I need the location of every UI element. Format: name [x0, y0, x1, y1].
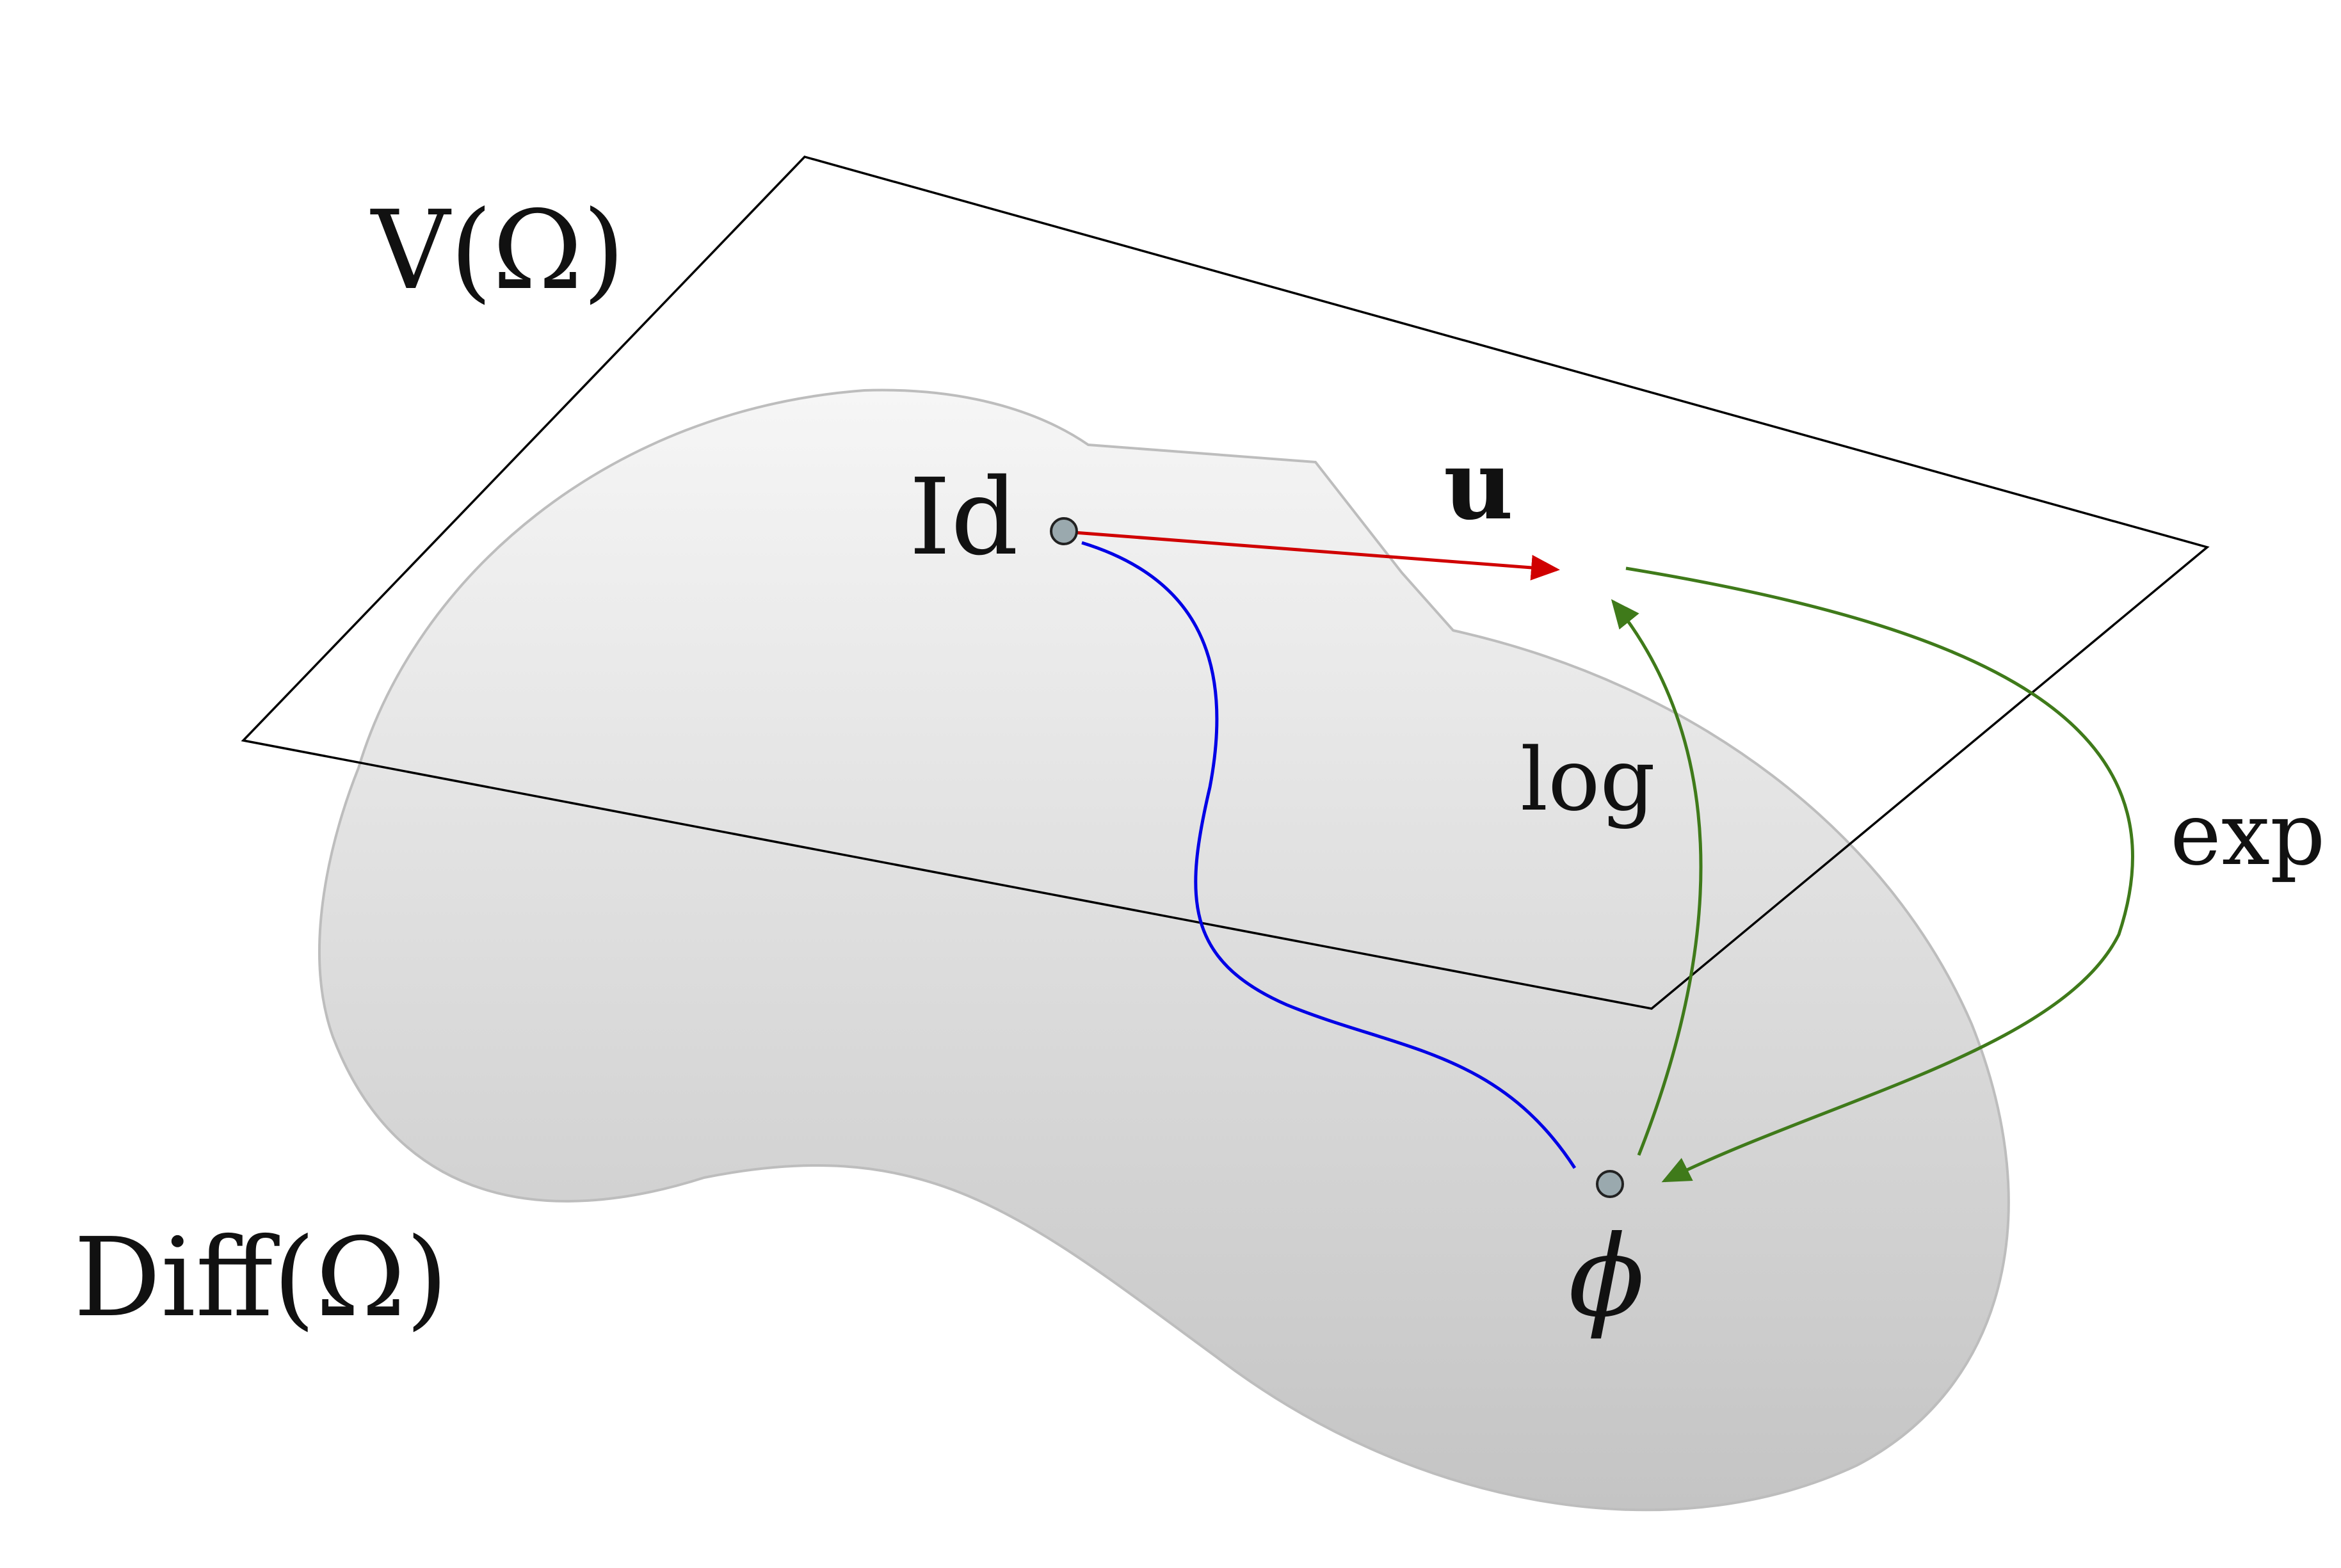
- phi-label: ϕ: [1568, 1212, 1645, 1342]
- vector-u-label: u: [1444, 429, 1513, 541]
- tangent-space-label: V(Ω): [370, 188, 625, 314]
- log-label: log: [1520, 730, 1655, 830]
- log-arrow: [1611, 599, 1703, 1156]
- geodesic-path: [1081, 541, 1577, 1169]
- exp-label: exp: [2170, 784, 2325, 884]
- identity-label: Id: [909, 456, 1018, 579]
- identity-point: [1050, 517, 1078, 545]
- vector-u-arrow: [1074, 531, 1560, 580]
- phi-point: [1596, 1170, 1624, 1198]
- tangent-plane: [241, 156, 2210, 1010]
- exp-arrow: [1625, 566, 2134, 1183]
- manifold-label: Diff(Ω): [74, 1215, 448, 1341]
- manifold-region: [318, 388, 2010, 1512]
